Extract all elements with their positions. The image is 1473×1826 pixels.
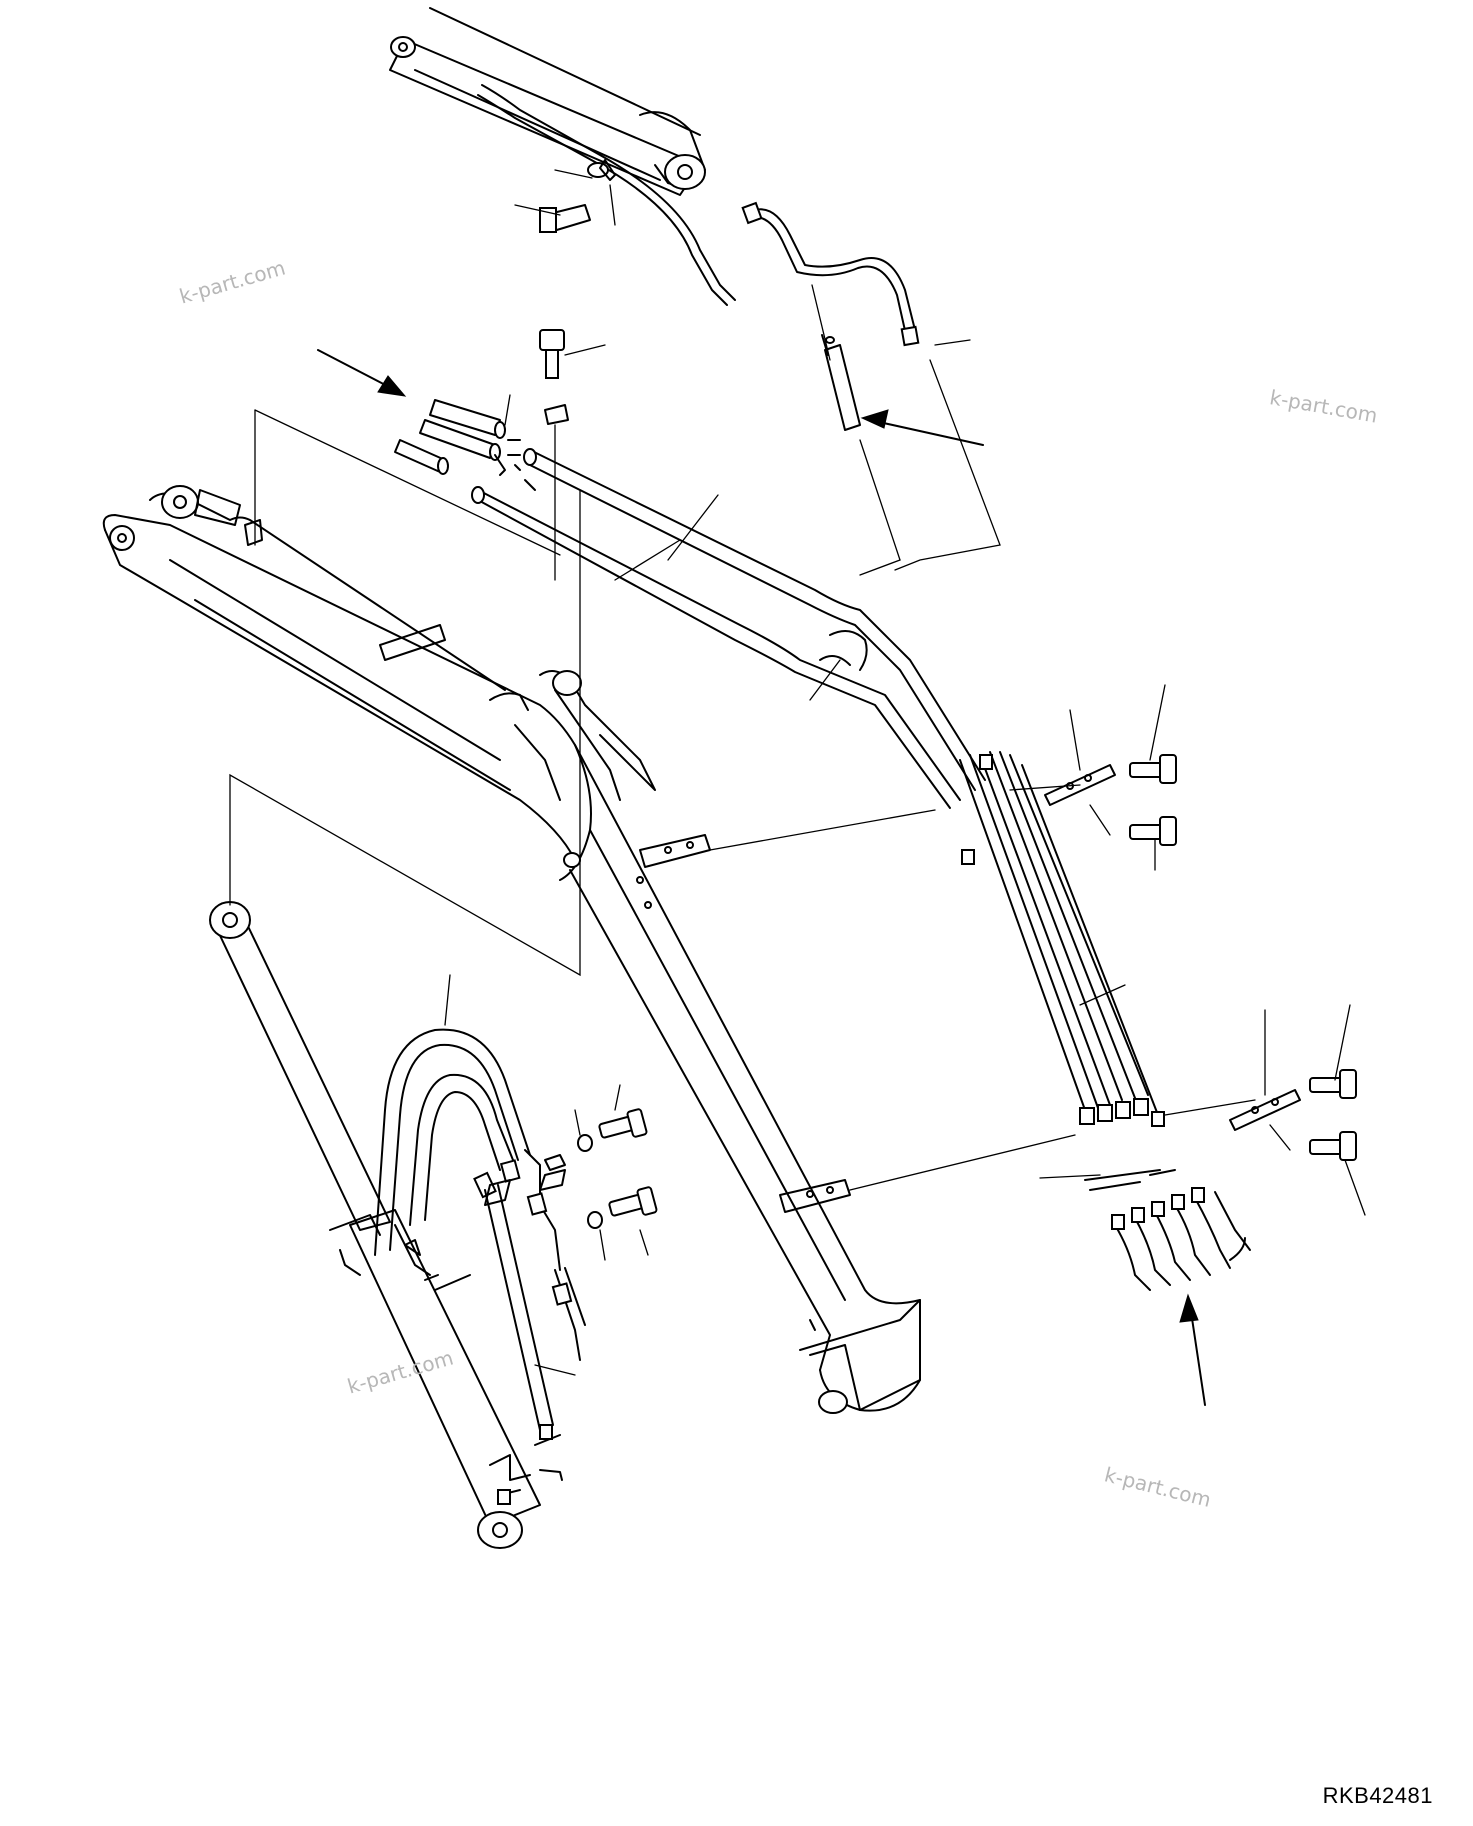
arrow-coupling [860,409,984,446]
arm-cylinder [389,7,706,196]
boom-pipe-bundle [959,751,1165,1127]
arm-hydraulic-pipes [471,448,986,809]
arrow-hose-fittings [317,349,407,397]
leader-box-left [229,409,581,977]
boom [102,485,921,1414]
drawing-code-label: RKB42481 [1322,1783,1433,1808]
arrow-hose-ends [1179,1293,1206,1406]
clamp-bolt-top [514,159,616,233]
bolts-washers-middle [544,1084,658,1261]
hose-coupling [811,284,971,431]
arm-cylinder-hose [477,84,920,347]
bolt [539,329,606,379]
hose-ends-lower-right [1039,1169,1251,1291]
clamp-bolts-upper-right [1044,684,1177,871]
leader-box-top-right [859,359,1001,576]
leader-lines-boom [709,784,1256,1191]
hose-fittings-cluster [394,394,569,581]
u-shape-hose [374,974,586,1361]
clamp-bolts-lower-right [1229,1004,1366,1216]
